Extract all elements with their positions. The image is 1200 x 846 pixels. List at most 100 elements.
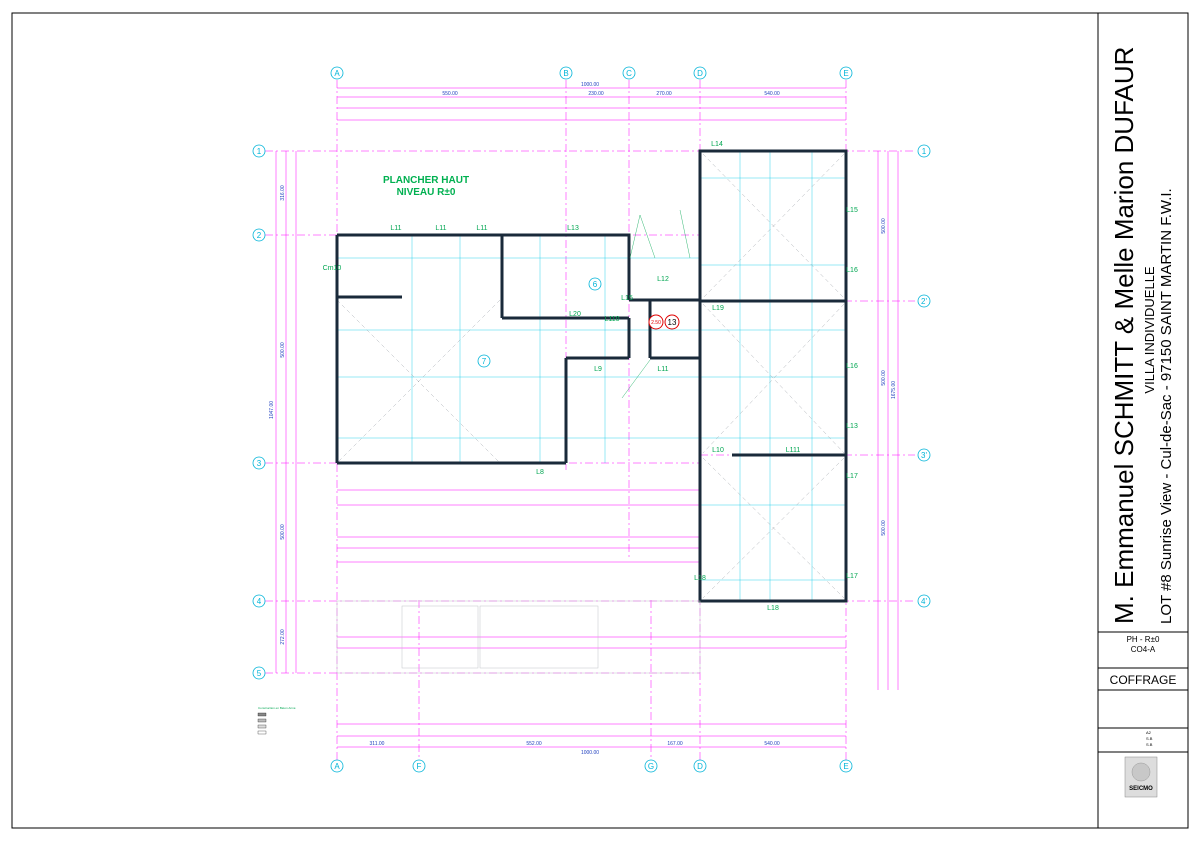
- dim-left-total: 1047.00: [269, 401, 275, 419]
- company-logo: SEICMO: [1129, 786, 1153, 792]
- axis-bottom-0-bubble: [330, 759, 344, 773]
- leader-line: [621, 359, 651, 399]
- beam-label: L18: [694, 575, 706, 582]
- leader-line: [629, 214, 641, 259]
- axis-right-0-bubble: [917, 144, 931, 158]
- dim-right-2: 500.00: [881, 520, 887, 536]
- axis-top-2-label: C: [626, 69, 632, 78]
- axis-right-2-label: 3': [921, 451, 927, 460]
- format-value: A2: [1146, 730, 1152, 735]
- structural-walls: [335, 149, 848, 603]
- slab-diagonal: [702, 153, 845, 299]
- axis-bottom-0-label: A: [334, 762, 340, 771]
- node-7-bubble: [477, 354, 491, 368]
- beam-label: L11: [390, 225, 401, 232]
- axis-left-0-label: 1: [257, 147, 262, 156]
- plan-title-line2: NIVEAU R±0: [397, 187, 456, 198]
- title-block-frame: [1097, 12, 1189, 829]
- axis-left-2-bubble: [252, 456, 266, 470]
- beam-label: Cm10: [323, 265, 342, 272]
- beam-label: L15: [846, 207, 858, 214]
- construction-lines: [337, 151, 846, 601]
- axis-left-4-bubble: [252, 666, 266, 680]
- axis-top-4-bubble: [839, 66, 853, 80]
- slab-diagonal: [336, 299, 501, 464]
- wall-east-block: [698, 149, 848, 603]
- axis-bottom-3-label: D: [697, 762, 703, 771]
- beam-label: L14: [711, 141, 723, 148]
- axis-bottom-2-bubble: [644, 759, 658, 773]
- sheet-border: [11, 12, 1099, 829]
- dim-right-total: 1675.00: [891, 381, 897, 399]
- axis-top-2-bubble: [622, 66, 636, 80]
- beam-label: L110: [604, 316, 619, 323]
- terrace-outline: [336, 600, 701, 674]
- axis-right-3-label: 4': [921, 597, 927, 606]
- owners-title: M. Emmanuel SCHMITT & Melle Marion DUFAU…: [1109, 47, 1139, 624]
- beam-label: L13: [846, 423, 858, 430]
- axis-top-0-label: A: [334, 69, 340, 78]
- node-7-label: 7: [482, 357, 487, 366]
- axis-top-0-bubble: [330, 66, 344, 80]
- axis-left-3-bubble: [252, 594, 266, 608]
- project-subtitle: VILLA INDIVIDUELLE: [1142, 266, 1157, 393]
- dim-right-0: 500.00: [881, 218, 887, 234]
- beam-label: L15: [621, 295, 633, 302]
- dimension-lines: [275, 87, 899, 748]
- project-address: LOT #8 Sunrise View - Cul-de-Sac - 97150…: [1158, 188, 1175, 624]
- beam-label: L11: [657, 366, 668, 373]
- slab-diagonal: [702, 457, 845, 599]
- beam-label: L11: [476, 225, 487, 232]
- axis-left-3-label: 4: [257, 597, 262, 606]
- dim-bottom-0: 311.00: [370, 741, 385, 747]
- legend-title: Construction en Béton Armé: [258, 706, 296, 710]
- drawn-by-value: S.B: [1146, 736, 1153, 741]
- slab-diagonal: [702, 303, 845, 454]
- axis-right-1-bubble: [917, 294, 931, 308]
- leader-line: [639, 214, 656, 259]
- leader-line: [679, 209, 691, 259]
- dim-top-2: 270.00: [656, 91, 672, 97]
- axis-gridlines: [265, 80, 915, 760]
- slab-diagonals: [336, 153, 845, 599]
- axis-bottom-4-bubble: [839, 759, 853, 773]
- axis-right-0-label: 1: [922, 147, 927, 156]
- level-marker-label: 2.50: [651, 320, 661, 326]
- wall-west-block: [337, 233, 631, 300]
- beam-label: L9: [594, 366, 602, 373]
- axis-bottom-1-bubble: [412, 759, 426, 773]
- beam-label: L10: [712, 447, 724, 454]
- legend-swatch: [257, 724, 267, 729]
- axis-left-2-label: 3: [257, 459, 262, 468]
- beam-label: L20: [569, 311, 581, 318]
- axis-left-1-bubble: [252, 228, 266, 242]
- axis-left-0-bubble: [252, 144, 266, 158]
- sheet-code: CO4-A: [1131, 645, 1156, 654]
- beam-label: L16: [846, 363, 858, 370]
- dim-right-1: 500.00: [881, 370, 887, 386]
- beam-label: L16: [846, 267, 858, 274]
- plan-title-line1: PLANCHER HAUT: [383, 175, 469, 186]
- axis-top-4-label: E: [843, 69, 848, 78]
- node-13-label: 13: [668, 318, 677, 327]
- axis-top-3-bubble: [693, 66, 707, 80]
- node-6-label: 6: [593, 280, 598, 289]
- dim-left-0: 316.00: [280, 185, 286, 201]
- beam-label: L111: [786, 447, 801, 454]
- beam-label: L17: [846, 573, 858, 580]
- axis-bottom-2-label: G: [648, 762, 654, 771]
- axis-top-1-label: B: [563, 69, 568, 78]
- dim-bottom-3: 540.00: [764, 741, 780, 747]
- dim-top-total: 1000.00: [581, 82, 599, 88]
- dim-left-2: 500.00: [280, 524, 286, 540]
- dim-top-1: 230.00: [588, 91, 604, 97]
- dim-top-0: 550.00: [442, 91, 458, 97]
- beam-label: L11: [435, 225, 446, 232]
- node-13-bubble: [664, 314, 680, 330]
- level-marker: [648, 314, 664, 330]
- beam-label: L18: [767, 605, 779, 612]
- beam-label: L17: [846, 473, 858, 480]
- legend-swatch: [257, 718, 267, 723]
- dim-bottom-2: 167.00: [667, 741, 683, 747]
